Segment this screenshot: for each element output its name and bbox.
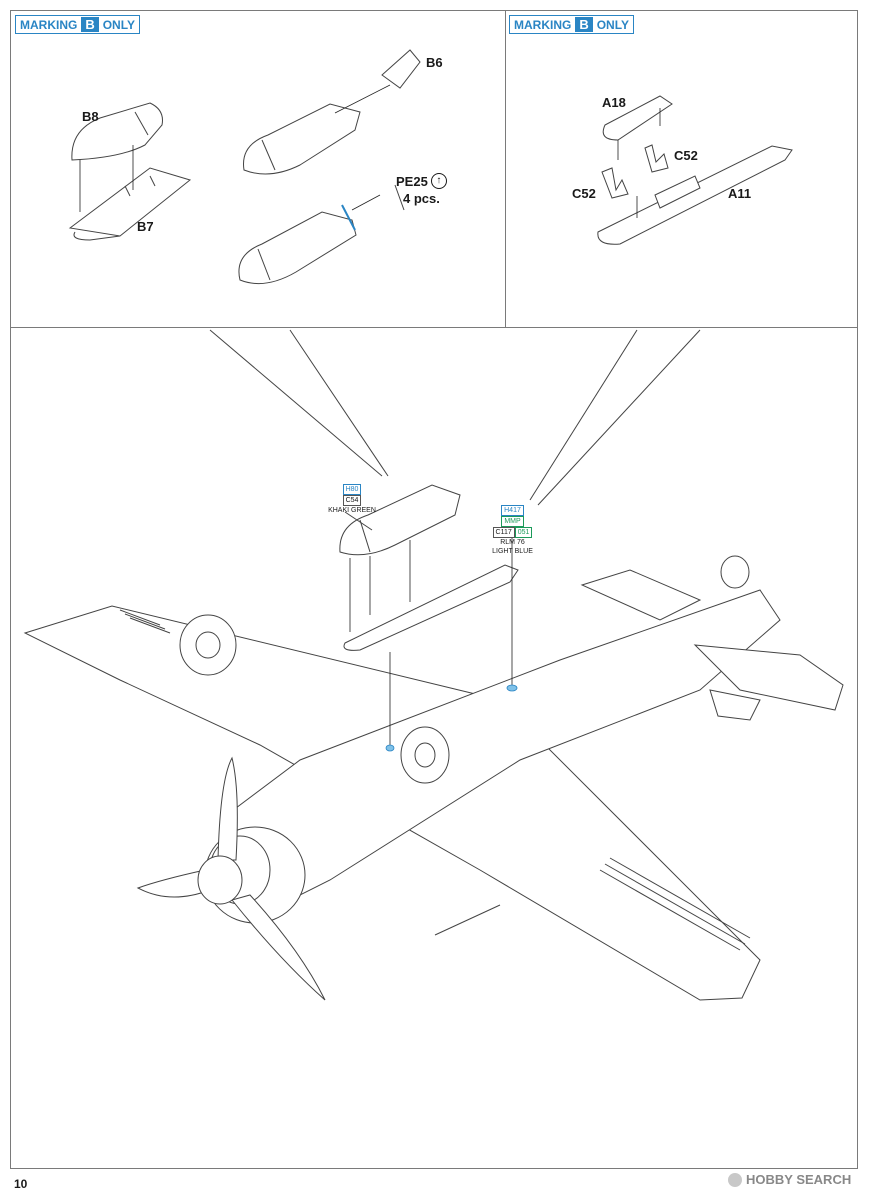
part-a18-drawing (602, 95, 673, 160)
badge-letter: B (81, 17, 99, 32)
paint-code-h80: H80 (342, 484, 362, 495)
pe25-code: PE25 (396, 173, 428, 189)
part-a11-drawing (597, 145, 793, 245)
label-b6: B6 (426, 55, 443, 70)
watermark-text: HOBBY SEARCH (746, 1172, 852, 1187)
marking-badge-left: MARKING B ONLY (15, 15, 140, 34)
paint-name-khaki: KHAKI GREEN (328, 507, 376, 514)
part-bomb-pe25-drawing (238, 184, 405, 285)
paint-name-rlm76: RLM 76 (500, 539, 525, 546)
badge-prefix: MARKING (514, 17, 572, 32)
paint-code-mmp: MMP (501, 516, 524, 527)
label-a11: A11 (728, 186, 752, 201)
hobbysearch-logo-icon (728, 1172, 742, 1187)
badge-prefix: MARKING (20, 17, 78, 32)
page-number: 10 (14, 1177, 28, 1191)
paint-code-h417: H417 (501, 505, 524, 516)
panel-aircraft-view (10, 327, 858, 1169)
paint-name-light-blue: LIGHT BLUE (492, 548, 533, 555)
part-c52-drawing (601, 144, 669, 199)
label-pe25: PE25 ↑ (396, 173, 447, 189)
paint-callout-khaki: H80 C54 KHAKI GREEN (327, 484, 377, 515)
label-pe25-count: 4 pcs. (403, 191, 440, 206)
watermark: HOBBY SEARCH (728, 1172, 851, 1187)
label-c52-left: C52 (572, 186, 596, 201)
label-a18: A18 (602, 95, 626, 110)
paint-code-c117: C117 (492, 527, 515, 538)
aircraft-underside-drawing (23, 484, 844, 1001)
label-b8: B8 (82, 109, 99, 124)
paint-code-051: 051 (514, 527, 533, 538)
marking-badge-right: MARKING B ONLY (509, 15, 634, 34)
part-b6-drawing (243, 49, 421, 175)
label-b7: B7 (137, 219, 154, 234)
badge-suffix: ONLY (102, 17, 135, 32)
label-c52-right: C52 (674, 148, 698, 163)
part-b8-drawing (71, 102, 163, 161)
badge-letter: B (575, 17, 593, 32)
badge-suffix: ONLY (596, 17, 629, 32)
bend-arrow-icon: ↑ (430, 173, 447, 189)
paint-code-c54: C54 (342, 495, 362, 506)
callout-lines (209, 329, 701, 506)
part-b7-drawing (68, 145, 192, 241)
